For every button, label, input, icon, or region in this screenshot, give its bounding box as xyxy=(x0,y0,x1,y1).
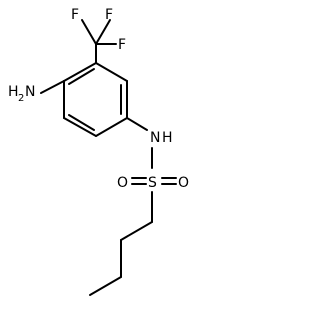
nh-h-label: H xyxy=(162,130,173,146)
amino-n-label: N xyxy=(25,84,35,100)
ring-bond-6-inner xyxy=(68,68,95,85)
structure-diagram: F F F H 2 N N H S O O xyxy=(8,7,189,296)
butyl-chain xyxy=(89,191,153,296)
oxygen-label-1: O xyxy=(117,175,128,191)
oxygen-label-2: O xyxy=(178,175,189,191)
ring-bond-6 xyxy=(63,62,97,82)
c3-to-c4-bond xyxy=(89,276,122,296)
amino-h-label: H xyxy=(8,84,19,100)
fluorine-label-1: F xyxy=(71,7,79,23)
c-f1-bond xyxy=(81,19,97,45)
benzene-ring xyxy=(63,62,128,137)
amino-subscript-label: 2 xyxy=(18,93,24,104)
ring-bond-4-inner xyxy=(68,114,95,131)
fluorine-label-2: F xyxy=(105,7,113,23)
ring-to-nh-bond xyxy=(126,117,148,131)
ring-to-nh2-bond xyxy=(40,80,65,94)
fluorine-label-3: F xyxy=(118,37,126,53)
sulfur-label: S xyxy=(148,175,157,191)
sulfonamide-group: N H S O O xyxy=(117,117,189,191)
ring-bond-4 xyxy=(63,117,97,137)
ring-bond-3 xyxy=(95,117,128,137)
amino-group: H 2 N xyxy=(8,80,65,104)
c1-to-c2-bond xyxy=(120,221,153,241)
ring-bond-1 xyxy=(95,62,128,82)
nh-n-label: N xyxy=(150,130,160,146)
trifluoromethyl-group: F F F xyxy=(71,7,126,64)
molecule-svg: F F F H 2 N N H S O O xyxy=(8,7,189,296)
c-f2-bond xyxy=(95,19,111,45)
